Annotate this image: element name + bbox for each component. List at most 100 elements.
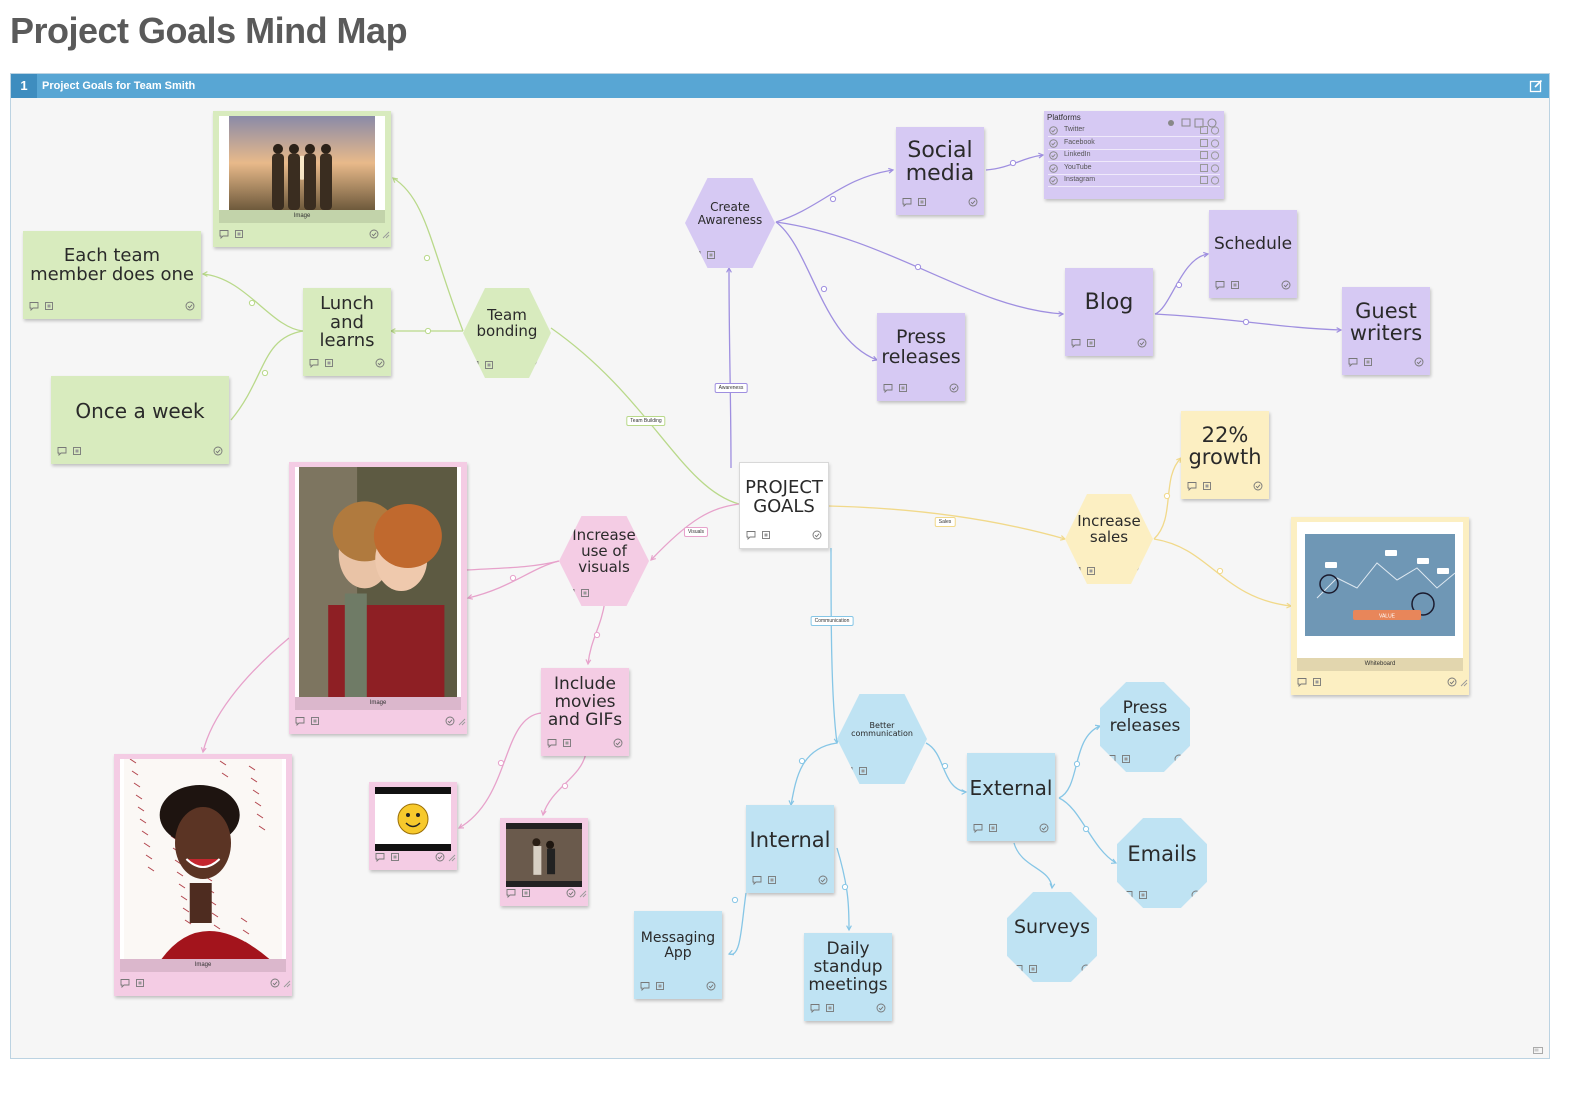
- comment-icon[interactable]: [547, 738, 557, 748]
- check-icon[interactable]: [1049, 151, 1058, 160]
- node-surveys[interactable]: Surveys: [1007, 892, 1097, 982]
- comment-icon[interactable]: [309, 358, 319, 368]
- attachment-icon[interactable]: [898, 383, 908, 393]
- node-increase-visuals[interactable]: Increase use of visuals: [559, 516, 649, 606]
- attachment-icon[interactable]: [1121, 754, 1131, 764]
- check-icon[interactable]: [1049, 138, 1058, 148]
- check-icon[interactable]: [1039, 823, 1049, 833]
- center-node-project-goals[interactable]: PROJECT GOALS: [739, 462, 829, 549]
- attachment-icon[interactable]: [324, 358, 334, 368]
- comment-icon[interactable]: [810, 1003, 820, 1013]
- attachment-icon[interactable]: [1086, 338, 1096, 348]
- check-icon[interactable]: [706, 981, 716, 991]
- node-messaging-app[interactable]: Messaging App: [634, 911, 722, 999]
- board-name[interactable]: Project Goals for Team Smith: [42, 80, 196, 92]
- node-better-communication[interactable]: Better communication: [837, 694, 927, 784]
- check-icon[interactable]: [369, 229, 379, 239]
- attachment-icon[interactable]: [135, 978, 145, 988]
- check-icon[interactable]: [375, 358, 385, 368]
- check-icon[interactable]: [876, 1003, 886, 1013]
- check-icon[interactable]: [968, 197, 978, 207]
- check-icon[interactable]: [1281, 280, 1291, 290]
- comment-icon[interactable]: [295, 716, 305, 726]
- comment-icon[interactable]: [973, 823, 983, 833]
- platform-item[interactable]: YouTube: [1048, 162, 1220, 175]
- node-include-movies-and-gifs[interactable]: Include movies and GIFs: [541, 668, 629, 756]
- comment-icon[interactable]: [120, 978, 130, 988]
- check-icon[interactable]: [613, 738, 623, 748]
- attachment-icon[interactable]: [72, 446, 82, 456]
- check-icon[interactable]: [812, 530, 822, 540]
- attachment-icon[interactable]: [858, 766, 868, 776]
- check-icon[interactable]: [1137, 338, 1147, 348]
- attachment-icon[interactable]: [825, 1003, 835, 1013]
- check-icon[interactable]: [1049, 176, 1058, 185]
- edge-label-sales[interactable]: Sales: [934, 517, 956, 527]
- attachment-icon[interactable]: [484, 360, 494, 370]
- node-press-releases-external[interactable]: Press releases: [1100, 682, 1190, 772]
- check-icon[interactable]: [213, 446, 223, 456]
- node-guest-writers[interactable]: Guest writers: [1342, 287, 1430, 375]
- check-icon[interactable]: [566, 888, 576, 898]
- platform-item[interactable]: Twitter: [1048, 124, 1220, 137]
- attachment-icon[interactable]: [767, 875, 777, 885]
- attachment-icon[interactable]: [1202, 481, 1212, 491]
- comment-icon[interactable]: [746, 530, 756, 540]
- attachment-icon[interactable]: [655, 981, 665, 991]
- check-icon[interactable]: [1414, 357, 1424, 367]
- check-icon[interactable]: [1049, 126, 1058, 135]
- comment-icon[interactable]: [902, 197, 912, 207]
- resize-icon[interactable]: [446, 852, 456, 862]
- attachment-icon[interactable]: [234, 229, 244, 239]
- platform-item[interactable]: LinkedIn: [1048, 149, 1220, 162]
- check-icon[interactable]: [818, 875, 828, 885]
- comment-icon[interactable]: [1348, 357, 1358, 367]
- smiley-gif-card[interactable]: [369, 782, 457, 870]
- edge-label-communication[interactable]: Communication: [810, 616, 854, 626]
- check-icon[interactable]: [1049, 163, 1058, 173]
- friends-photo-card[interactable]: Image: [289, 462, 467, 734]
- resize-icon[interactable]: [380, 229, 390, 239]
- comment-icon[interactable]: [506, 888, 516, 898]
- comment-icon[interactable]: [375, 852, 385, 862]
- check-icon[interactable]: [1447, 677, 1457, 687]
- attachment-icon[interactable]: [580, 588, 590, 598]
- resize-icon[interactable]: [1458, 677, 1468, 687]
- check-icon[interactable]: [270, 978, 280, 988]
- node-daily-standup-meetings[interactable]: Daily standup meetings: [804, 933, 892, 1021]
- attachment-icon[interactable]: [1363, 357, 1373, 367]
- node-schedule[interactable]: Schedule: [1209, 210, 1297, 298]
- node-emails[interactable]: Emails: [1117, 818, 1207, 908]
- attachment-icon[interactable]: [1028, 964, 1038, 974]
- attachment-icon[interactable]: [761, 530, 771, 540]
- attachment-icon[interactable]: [917, 197, 927, 207]
- check-icon[interactable]: [445, 716, 455, 726]
- node-blog[interactable]: Blog: [1065, 268, 1153, 356]
- check-icon[interactable]: [185, 301, 195, 311]
- check-icon[interactable]: [1253, 481, 1263, 491]
- node-create-awareness[interactable]: Create Awareness: [685, 178, 775, 268]
- node-once-a-week[interactable]: Once a week: [51, 376, 229, 464]
- node-social-media[interactable]: Social media: [896, 127, 984, 215]
- resize-icon[interactable]: [281, 978, 291, 988]
- attachment-icon[interactable]: [1138, 890, 1148, 900]
- attachment-icon[interactable]: [390, 852, 400, 862]
- edge-label-team-building[interactable]: Team Building: [626, 416, 666, 426]
- portrait-photo-card[interactable]: Image: [114, 754, 292, 996]
- platforms-toolbar[interactable]: [1166, 113, 1220, 128]
- check-icon[interactable]: [949, 383, 959, 393]
- comment-icon[interactable]: [57, 446, 67, 456]
- edge-label-awareness[interactable]: Awareness: [714, 383, 748, 393]
- comment-icon[interactable]: [1297, 677, 1307, 687]
- edit-icon[interactable]: [1529, 79, 1543, 93]
- node-lunch-and-learns[interactable]: Lunch and learns: [303, 288, 391, 376]
- node-internal[interactable]: Internal: [746, 805, 834, 893]
- platform-item[interactable]: Facebook: [1048, 137, 1220, 150]
- node-22-percent-growth[interactable]: 22% growth: [1181, 411, 1269, 499]
- team-photo-card[interactable]: Image: [213, 111, 391, 247]
- attachment-icon[interactable]: [1312, 677, 1322, 687]
- comment-icon[interactable]: [29, 301, 39, 311]
- node-each-team-member[interactable]: Each team member does one: [23, 231, 201, 319]
